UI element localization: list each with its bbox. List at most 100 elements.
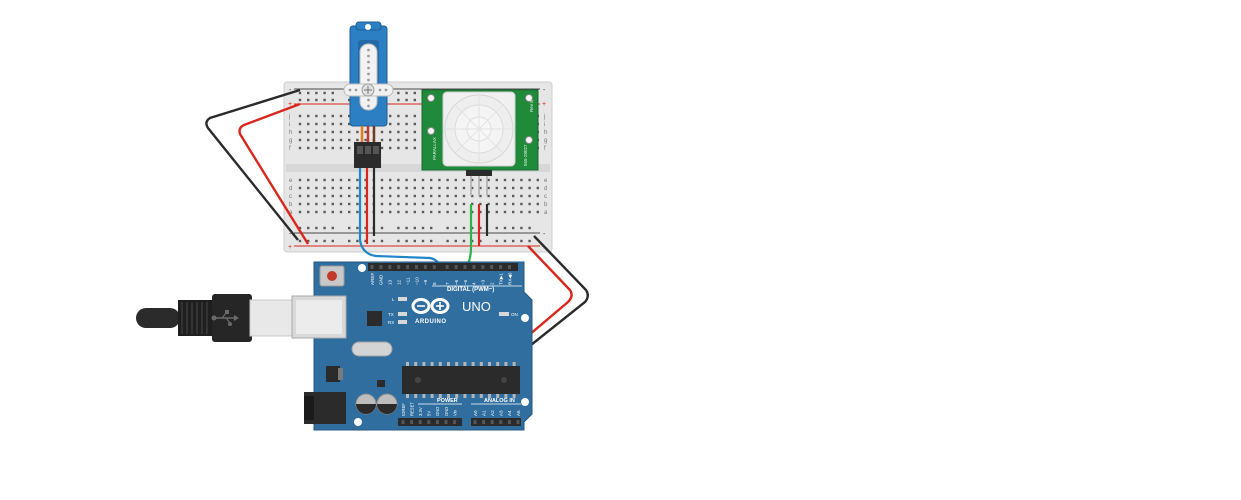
breadboard-hole[interactable] <box>479 239 482 243</box>
breadboard-hole[interactable] <box>479 210 482 214</box>
power-wire-right[interactable] <box>424 245 573 424</box>
breadboard-hole[interactable] <box>421 210 425 214</box>
breadboard-hole[interactable] <box>471 186 474 190</box>
breadboard-hole[interactable] <box>364 202 367 206</box>
breadboard-hole[interactable] <box>413 98 416 102</box>
breadboard-hole[interactable] <box>512 194 515 198</box>
breadboard-hole[interactable] <box>487 178 490 182</box>
breadboard-hole[interactable] <box>389 122 392 126</box>
header-socket[interactable] <box>499 265 503 269</box>
breadboard-hole[interactable] <box>503 186 507 190</box>
breadboard-hole[interactable] <box>364 194 367 198</box>
breadboard-hole[interactable] <box>380 178 384 182</box>
breadboard-hole[interactable] <box>389 194 392 198</box>
breadboard-hole[interactable] <box>356 138 359 142</box>
breadboard-hole[interactable] <box>454 202 457 206</box>
breadboard-hole[interactable] <box>380 146 384 150</box>
breadboard-hole[interactable] <box>405 138 408 142</box>
breadboard-hole[interactable] <box>462 210 466 214</box>
breadboard-hole[interactable] <box>298 202 302 206</box>
breadboard-hole[interactable] <box>323 146 326 150</box>
breadboard-hole[interactable] <box>413 122 416 126</box>
breadboard-hole[interactable] <box>298 114 302 118</box>
breadboard-hole[interactable] <box>413 178 416 182</box>
breadboard-hole[interactable] <box>397 178 400 182</box>
breadboard-hole[interactable] <box>528 178 531 182</box>
breadboard-hole[interactable] <box>503 194 507 198</box>
breadboard-hole[interactable] <box>348 210 351 214</box>
breadboard-hole[interactable] <box>495 202 498 206</box>
breadboard-hole[interactable] <box>331 122 334 126</box>
breadboard-hole[interactable] <box>307 146 310 150</box>
breadboard-hole[interactable] <box>446 194 449 198</box>
breadboard-hole[interactable] <box>430 178 433 182</box>
breadboard-hole[interactable] <box>356 130 359 134</box>
breadboard-hole[interactable] <box>462 226 466 230</box>
breadboard-hole[interactable] <box>315 122 318 126</box>
breadboard-hole[interactable] <box>438 186 441 190</box>
breadboard-hole[interactable] <box>307 122 310 126</box>
breadboard-hole[interactable] <box>397 194 400 198</box>
breadboard-hole[interactable] <box>413 239 416 243</box>
breadboard-hole[interactable] <box>503 239 507 243</box>
breadboard-hole[interactable] <box>536 202 539 206</box>
breadboard-hole[interactable] <box>495 226 498 230</box>
breadboard-hole[interactable] <box>446 202 449 206</box>
header-socket[interactable] <box>401 420 405 424</box>
breadboard-hole[interactable] <box>380 210 384 214</box>
breadboard-hole[interactable] <box>348 114 351 118</box>
header-socket[interactable] <box>507 420 511 424</box>
breadboard-hole[interactable] <box>323 122 326 126</box>
breadboard-hole[interactable] <box>389 130 392 134</box>
breadboard-hole[interactable] <box>372 239 375 243</box>
breadboard-hole[interactable] <box>462 178 466 182</box>
breadboard-hole[interactable] <box>438 178 441 182</box>
breadboard-hole[interactable] <box>495 239 498 243</box>
breadboard-hole[interactable] <box>479 186 482 190</box>
breadboard-hole[interactable] <box>331 138 334 142</box>
breadboard-hole[interactable] <box>413 146 416 150</box>
breadboard-hole[interactable] <box>356 186 359 190</box>
breadboard-hole[interactable] <box>331 226 334 230</box>
breadboard-hole[interactable] <box>389 114 392 118</box>
header-socket[interactable] <box>444 420 448 424</box>
header-socket[interactable] <box>406 265 410 269</box>
breadboard-hole[interactable] <box>298 210 302 214</box>
breadboard-hole[interactable] <box>397 146 400 150</box>
header-socket[interactable] <box>418 420 422 424</box>
breadboard-hole[interactable] <box>413 226 416 230</box>
header-socket[interactable] <box>370 265 374 269</box>
breadboard-hole[interactable] <box>536 194 539 198</box>
servo-motor[interactable] <box>343 21 394 168</box>
breadboard-hole[interactable] <box>479 226 482 230</box>
breadboard-hole[interactable] <box>331 186 334 190</box>
breadboard-hole[interactable] <box>348 130 351 134</box>
breadboard-hole[interactable] <box>413 130 416 134</box>
header-socket[interactable] <box>472 265 476 269</box>
breadboard-hole[interactable] <box>405 122 408 126</box>
breadboard-hole[interactable] <box>487 186 490 190</box>
breadboard-hole[interactable] <box>380 202 384 206</box>
breadboard-hole[interactable] <box>495 210 498 214</box>
breadboard-hole[interactable] <box>307 210 310 214</box>
breadboard-hole[interactable] <box>520 210 523 214</box>
breadboard-hole[interactable] <box>479 178 482 182</box>
breadboard-hole[interactable] <box>331 210 334 214</box>
breadboard-hole[interactable] <box>380 130 384 134</box>
breadboard-hole[interactable] <box>380 186 384 190</box>
reset-button-cap[interactable] <box>327 271 337 281</box>
breadboard-hole[interactable] <box>405 239 408 243</box>
breadboard-hole[interactable] <box>380 194 384 198</box>
breadboard-hole[interactable] <box>520 194 523 198</box>
breadboard-hole[interactable] <box>397 186 400 190</box>
breadboard-hole[interactable] <box>364 239 367 243</box>
breadboard-hole[interactable] <box>339 122 343 126</box>
breadboard-hole[interactable] <box>389 186 392 190</box>
breadboard-hole[interactable] <box>315 138 318 142</box>
breadboard-hole[interactable] <box>471 194 474 198</box>
breadboard-hole[interactable] <box>536 178 539 182</box>
breadboard-hole[interactable] <box>307 202 310 206</box>
breadboard-hole[interactable] <box>356 210 359 214</box>
breadboard-hole[interactable] <box>323 130 326 134</box>
